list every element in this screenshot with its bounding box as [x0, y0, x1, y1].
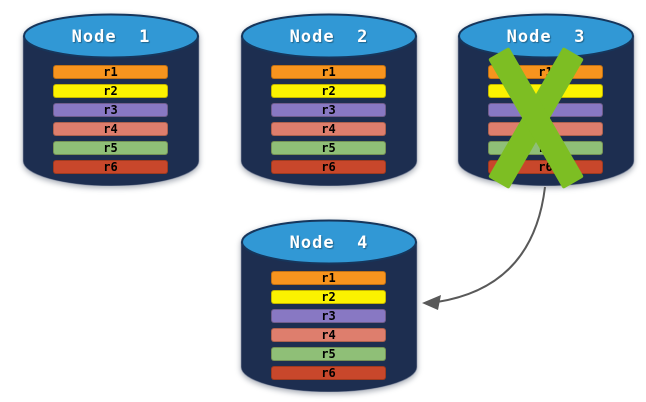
replica-stack: r1 r2 r3 r4 r5 r6	[271, 271, 386, 380]
node-1: Node 1 r1 r2 r3 r4 r5 r6	[22, 10, 200, 186]
replica-r2: r2	[271, 84, 386, 98]
node-title: Node 1	[71, 27, 151, 47]
replica-r3: r3	[271, 309, 386, 323]
node-title: Node 3	[506, 27, 586, 47]
replica-r5: r5	[271, 141, 386, 155]
replica-r2: r2	[271, 290, 386, 304]
replica-r3: r3	[53, 103, 168, 117]
replica-r6: r6	[271, 160, 386, 174]
replica-r5: r5	[53, 141, 168, 155]
node-2: Node 2 r1 r2 r3 r4 r5 r6	[240, 10, 418, 186]
replica-r1: r1	[271, 65, 386, 79]
replica-r1: r1	[53, 65, 168, 79]
replica-r4: r4	[271, 328, 386, 342]
replica-r4: r4	[53, 122, 168, 136]
node-title: Node 4	[289, 233, 369, 253]
replica-stack: r1 r2 r3 r4 r5 r6	[271, 65, 386, 174]
replica-r6: r6	[53, 160, 168, 174]
replica-r6: r6	[271, 366, 386, 380]
node-title: Node 2	[289, 27, 369, 47]
failure-x-icon	[487, 46, 584, 189]
replica-r4: r4	[271, 122, 386, 136]
replica-r2: r2	[53, 84, 168, 98]
replica-r1: r1	[271, 271, 386, 285]
replica-stack: r1 r2 r3 r4 r5 r6	[53, 65, 168, 174]
node-4: Node 4 r1 r2 r3 r4 r5 r6	[240, 216, 418, 392]
replica-r3: r3	[271, 103, 386, 117]
replica-r5: r5	[271, 347, 386, 361]
